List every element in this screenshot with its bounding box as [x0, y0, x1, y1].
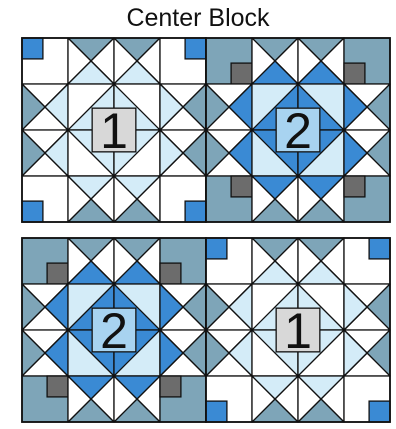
block-1-center-number: 2 [284, 103, 312, 159]
block-3-corner-square [369, 401, 390, 422]
block-0-center-number: 1 [100, 103, 128, 159]
block-1-corner-square [231, 176, 252, 197]
block-0-corner-square [22, 38, 43, 59]
block-2-corner-square [47, 376, 68, 397]
block-2-corner-square [160, 263, 181, 284]
block-3-corner-square [369, 238, 390, 259]
block-2-corner-square [160, 376, 181, 397]
block-3-center-number: 1 [284, 303, 312, 359]
block-0-corner-square [185, 201, 206, 222]
block-1-corner-square [344, 63, 365, 84]
block-2-center-number: 2 [100, 303, 128, 359]
block-3-corner-square [206, 401, 227, 422]
block-0-corner-square [185, 38, 206, 59]
block-1-corner-square [231, 63, 252, 84]
block-0-corner-square [22, 201, 43, 222]
block-3-corner-square [206, 238, 227, 259]
block-1-corner-square [344, 176, 365, 197]
block-2-corner-square [47, 263, 68, 284]
